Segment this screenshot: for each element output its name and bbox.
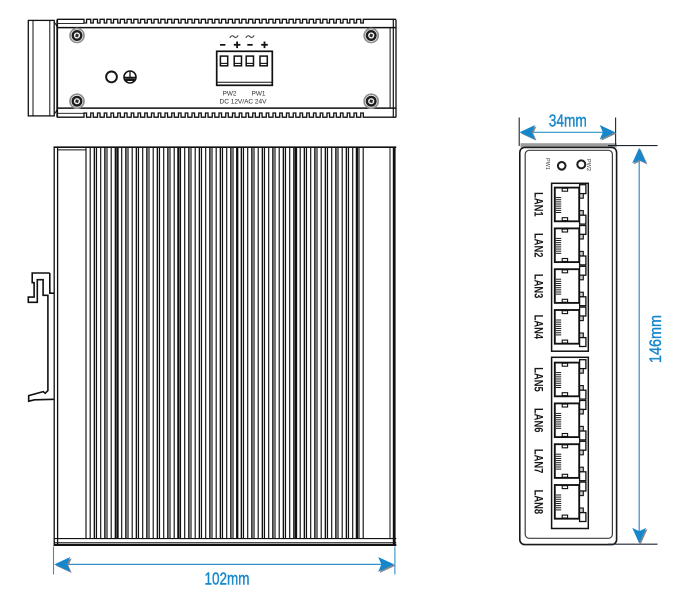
svg-text:PW1: PW1	[252, 90, 266, 97]
svg-text:LAN6: LAN6	[532, 408, 546, 433]
svg-text:PW2: PW2	[585, 159, 591, 171]
svg-text:PW1: PW1	[544, 158, 550, 170]
svg-text:146mm: 146mm	[647, 315, 665, 363]
svg-text:LAN7: LAN7	[532, 449, 546, 474]
svg-text:LAN8: LAN8	[532, 490, 546, 515]
svg-text:LAN5: LAN5	[532, 367, 546, 392]
svg-text:LAN3: LAN3	[532, 274, 546, 299]
svg-text:LAN1: LAN1	[532, 192, 546, 217]
svg-text:102mm: 102mm	[205, 569, 250, 589]
svg-text:DC 12V/AC 24V: DC 12V/AC 24V	[220, 99, 268, 106]
svg-text:34mm: 34mm	[549, 110, 587, 130]
svg-text:LAN2: LAN2	[532, 233, 546, 258]
svg-text:PW2: PW2	[223, 90, 237, 97]
svg-text:LAN4: LAN4	[532, 315, 546, 340]
